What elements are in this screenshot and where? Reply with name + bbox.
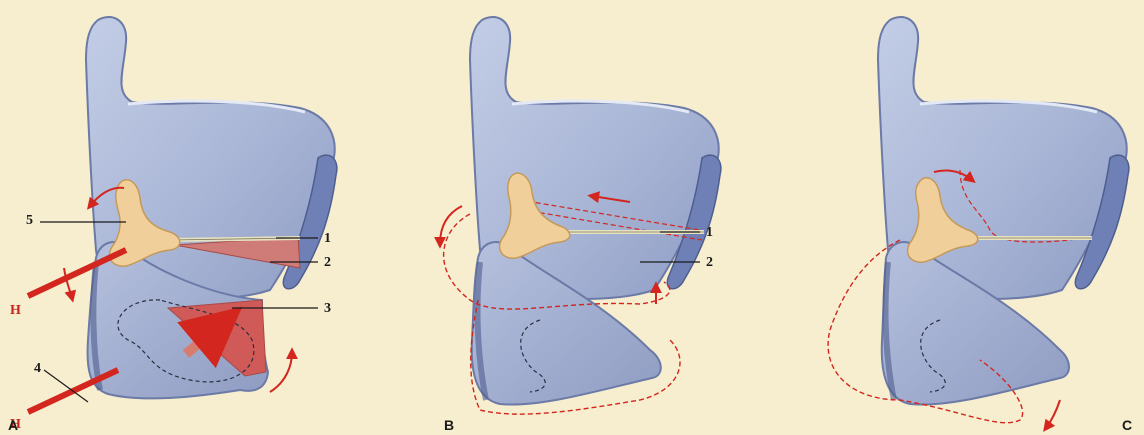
- rotation-arrow-b: [440, 206, 462, 244]
- label-2: 2: [324, 255, 331, 270]
- down-arrow-a: [64, 268, 72, 298]
- label-b-2: 2: [706, 255, 713, 270]
- panel-b: 1 2 B: [440, 17, 721, 433]
- panel-label-a: A: [8, 417, 18, 433]
- panel-label-c: C: [1122, 417, 1132, 433]
- label-b-1: 1: [706, 225, 713, 240]
- force-label-h-upper: H: [10, 303, 21, 318]
- label-1: 1: [324, 231, 331, 246]
- panel-label-b: B: [444, 417, 454, 433]
- label-4: 4: [34, 361, 41, 376]
- tilt-arrow-a: [270, 352, 292, 392]
- down-arrow-c: [1046, 400, 1060, 428]
- panel-c: C: [828, 17, 1132, 433]
- panel-a: 5 1 2 3 4 H H A: [8, 17, 337, 433]
- label-3: 3: [324, 301, 331, 316]
- label-5: 5: [26, 213, 33, 228]
